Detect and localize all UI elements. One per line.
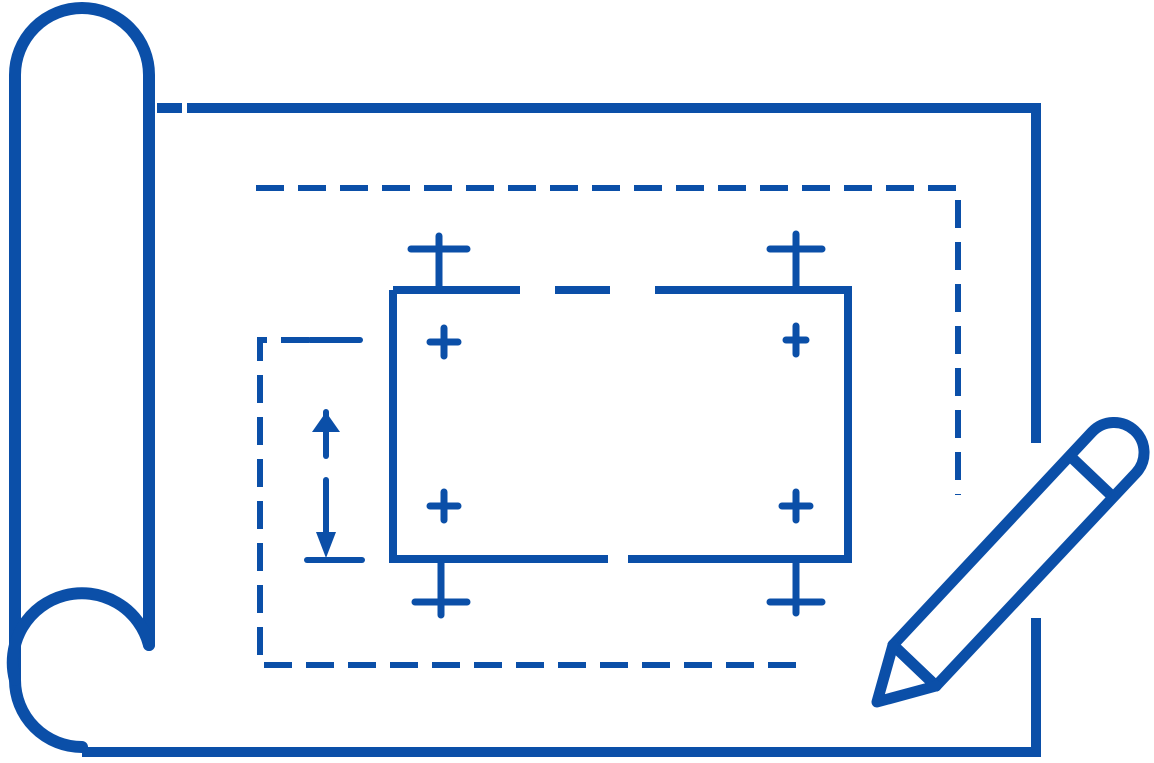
paper-roll [6, 2, 155, 753]
dimension-arrows [312, 412, 340, 558]
interior-marks [426, 322, 814, 524]
corner-ticks [407, 230, 826, 619]
plan-rectangle [389, 286, 852, 563]
dashed-boundary [256, 185, 961, 668]
dimension-line [304, 337, 365, 563]
blueprint-sheet [82, 103, 1041, 757]
pencil-icon [871, 417, 1150, 708]
